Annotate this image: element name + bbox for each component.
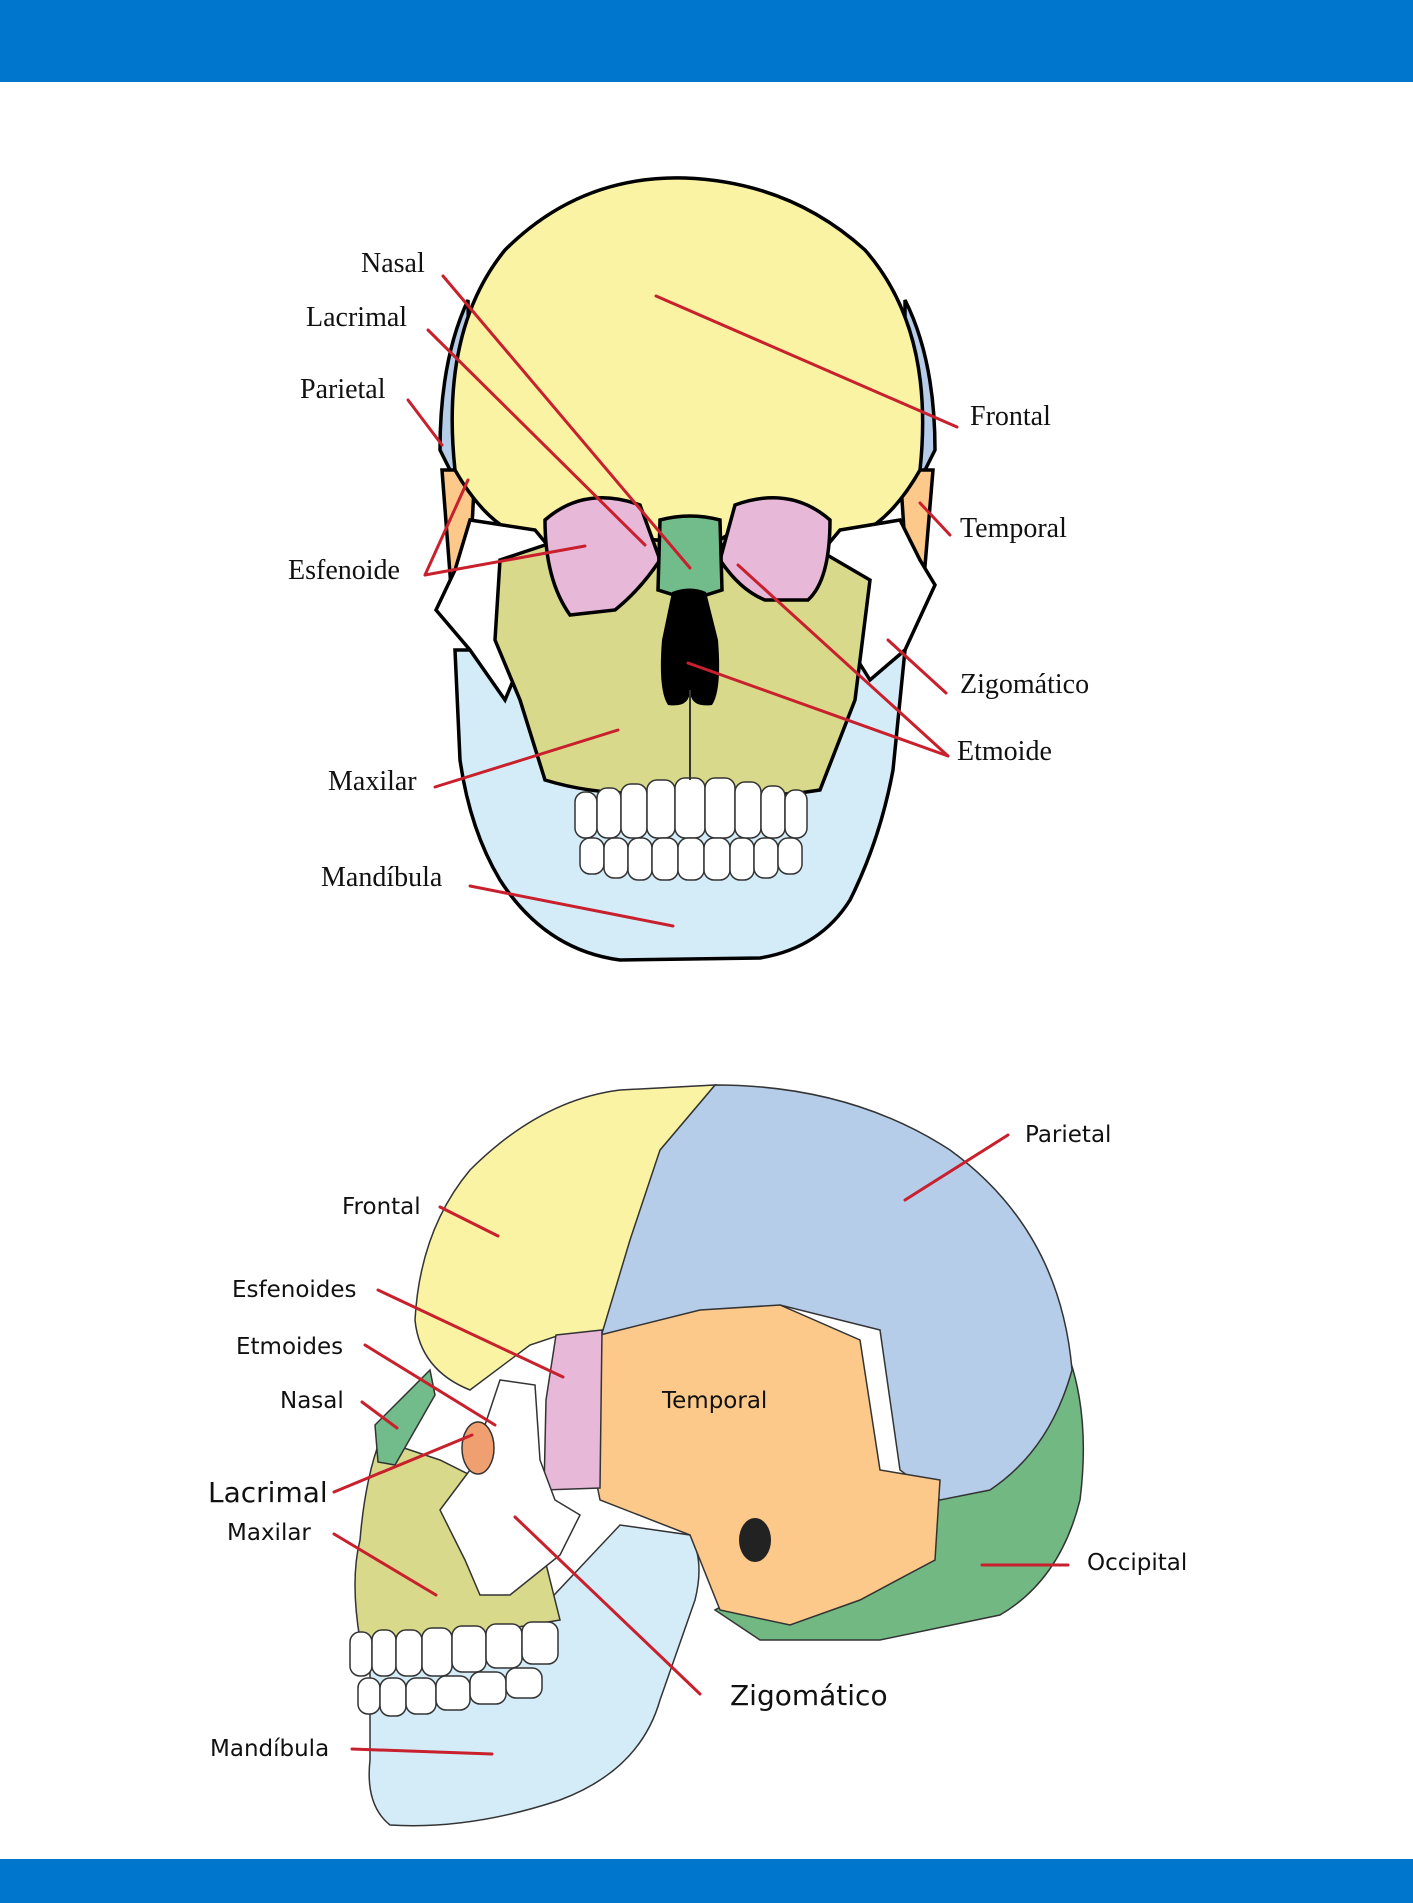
side-frontal-leader <box>438 1205 500 1238</box>
front-leader-lines <box>406 274 959 928</box>
front-nasal-bone <box>656 514 724 602</box>
front-orbit-left <box>543 495 662 617</box>
front-lacrimal-leader <box>426 328 647 547</box>
side-leader-lines <box>332 1133 1070 1756</box>
side-etmoides-leader <box>363 1343 497 1427</box>
front-frontal-leader <box>654 294 959 429</box>
side-label-nasal: Nasal <box>280 1388 344 1414</box>
side-label-etmoides: Etmoides <box>236 1334 343 1360</box>
front-etmoide-leader-2 <box>736 563 950 758</box>
side-esfenoides-leader <box>376 1288 565 1379</box>
front-etmoide-leader-1 <box>686 661 950 758</box>
side-frontal <box>414 1084 717 1391</box>
front-label-esfenoide: Esfenoide <box>288 555 400 586</box>
front-esfenoide-leader-2 <box>423 544 587 577</box>
side-esfenoides <box>543 1329 603 1491</box>
top-banner <box>0 0 1413 82</box>
front-label-lacrimal: Lacrimal <box>306 302 407 333</box>
front-label-frontal: Frontal <box>970 401 1051 432</box>
side-label-zigomatico: Zigomático <box>730 1679 888 1712</box>
side-label-esfenoides: Esfenoides <box>232 1277 357 1303</box>
side-parietal <box>599 1084 1073 1501</box>
front-temporal-leader <box>918 501 952 537</box>
front-maxilar-leader <box>433 728 620 789</box>
side-label-lacrimal: Lacrimal <box>208 1476 328 1509</box>
front-label-mandibula: Mandíbula <box>321 862 443 893</box>
side-skull <box>349 1084 1085 1827</box>
side-label-mandibula: Mandíbula <box>210 1736 329 1762</box>
front-skull <box>433 176 937 962</box>
front-frontal-bone <box>450 176 925 542</box>
side-zigomatico-leader <box>513 1515 702 1696</box>
front-label-maxilar: Maxilar <box>328 766 417 797</box>
side-lacrimal-leader <box>332 1433 474 1494</box>
front-zigomatico-leader <box>886 638 948 695</box>
side-temporal <box>589 1304 941 1626</box>
side-labels: Parietal Frontal Esfenoides Etmoides Nas… <box>208 1122 1187 1762</box>
side-lacrimal <box>461 1421 495 1475</box>
front-labels: Nasal Lacrimal Parietal Esfenoide Maxila… <box>288 248 1089 893</box>
front-nasal-cavity <box>660 588 720 706</box>
front-parietal-leader <box>406 398 444 447</box>
side-parietal-leader <box>903 1133 1010 1202</box>
front-label-etmoide: Etmoide <box>957 736 1052 767</box>
side-ear-canal <box>739 1518 771 1562</box>
side-label-temporal: Temporal <box>661 1388 767 1414</box>
side-nasal-leader <box>360 1400 399 1430</box>
front-nasal-leader <box>441 274 692 570</box>
front-esfenoide-leader-1 <box>423 478 470 577</box>
front-teeth <box>574 777 808 881</box>
front-label-nasal: Nasal <box>361 248 425 279</box>
front-label-zigomatico: Zigomático <box>960 669 1089 700</box>
side-nasal <box>374 1368 436 1466</box>
front-label-temporal: Temporal <box>960 513 1067 544</box>
side-maxilar-leader <box>332 1532 438 1597</box>
front-mandibula-leader <box>468 884 675 928</box>
side-label-parietal: Parietal <box>1025 1122 1111 1148</box>
side-mandibula-leader <box>350 1747 494 1756</box>
side-label-occipital: Occipital <box>1087 1550 1187 1576</box>
side-label-maxilar: Maxilar <box>227 1520 311 1546</box>
side-zigomatico <box>439 1379 581 1596</box>
side-teeth <box>349 1621 559 1717</box>
side-label-frontal: Frontal <box>342 1194 421 1220</box>
front-label-parietal: Parietal <box>300 374 386 405</box>
bottom-banner <box>0 1859 1413 1903</box>
